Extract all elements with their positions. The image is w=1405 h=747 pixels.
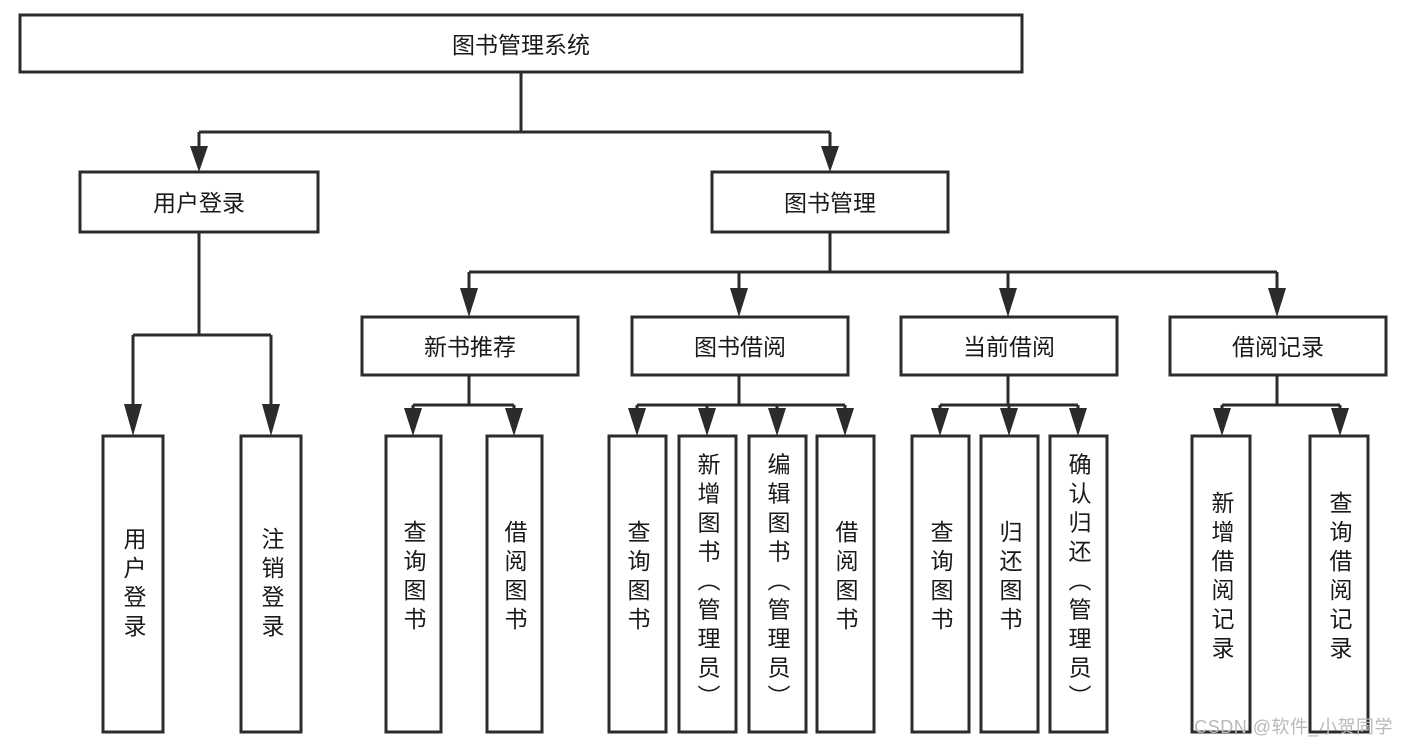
node-borrow-record-box[interactable]: [1168, 315, 1388, 377]
leaf-borrow-record-add[interactable]: 新增借阅记录: [1190, 434, 1252, 734]
node-book-management-label: 图书管理: [784, 190, 876, 216]
node-borrow-record-label: 借阅记录: [1232, 334, 1324, 360]
leaf-book-borrow-add-box[interactable]: [677, 434, 738, 734]
leaf-user-login-login[interactable]: 用户登录: [101, 434, 165, 734]
node-new-book-recommend[interactable]: 新书推荐: [360, 315, 580, 377]
leaf-book-borrow-borrow-label: 借阅图书: [832, 520, 859, 636]
leaf-current-borrow-query-box[interactable]: [910, 434, 971, 734]
node-book-management[interactable]: 图书管理: [710, 170, 950, 234]
leaf-new-book-query-box[interactable]: [384, 434, 443, 734]
arrow-borrowrecord-leaf-1: [1213, 408, 1231, 436]
node-borrow-record[interactable]: 借阅记录: [1168, 315, 1388, 377]
leaf-book-borrow-borrow[interactable]: 借阅图书: [815, 434, 876, 734]
arrow-userlogin-child-2: [262, 404, 280, 436]
connector-layer: [124, 72, 1349, 436]
node-root-box[interactable]: [18, 13, 1024, 74]
node-book-borrow-box[interactable]: [630, 315, 850, 377]
arrow-currentborrow-leaf-2: [1000, 408, 1018, 436]
leaf-book-borrow-query-box[interactable]: [607, 434, 668, 734]
leaf-user-login-logout-box[interactable]: [239, 434, 303, 734]
node-user-login[interactable]: 用户登录: [78, 170, 320, 234]
leaf-user-login-logout-label: 注销登录: [258, 527, 285, 643]
leaf-user-login-login-box[interactable]: [101, 434, 165, 734]
leaf-new-book-borrow-box[interactable]: [485, 434, 544, 734]
arrow-bookmgmt-child-2: [730, 288, 748, 317]
arrow-root-to-userlogin: [190, 146, 208, 172]
leaf-borrow-record-add-label: 新增借阅记录: [1208, 491, 1235, 665]
arrow-bookborrow-leaf-2: [698, 408, 716, 436]
node-root-label: 图书管理系统: [452, 32, 590, 58]
leaf-book-borrow-edit-label: 编辑图书（管理员）: [764, 453, 791, 714]
arrow-borrowrecord-leaf-2: [1331, 408, 1349, 436]
leaf-book-borrow-add[interactable]: 新增图书（管理员）: [677, 434, 738, 734]
leaf-book-borrow-edit-box[interactable]: [747, 434, 808, 734]
leaf-new-book-borrow[interactable]: 借阅图书: [485, 434, 544, 734]
node-new-book-recommend-label: 新书推荐: [424, 334, 516, 360]
node-user-login-box[interactable]: [78, 170, 320, 234]
node-current-borrow-box[interactable]: [899, 315, 1119, 377]
leaf-book-borrow-edit[interactable]: 编辑图书（管理员）: [747, 434, 808, 734]
leaf-book-borrow-query-label: 查询图书: [624, 520, 651, 636]
leaf-new-book-query[interactable]: 查询图书: [384, 434, 443, 734]
leaf-borrow-record-query-label: 查询借阅记录: [1326, 491, 1353, 665]
leaf-current-borrow-return-label: 归还图书: [996, 520, 1023, 636]
arrow-bookmgmt-child-1: [460, 288, 478, 317]
leaf-borrow-record-add-box[interactable]: [1190, 434, 1252, 734]
arrow-bookmgmt-child-4: [1268, 288, 1286, 317]
node-book-management-box[interactable]: [710, 170, 950, 234]
arrow-bookborrow-leaf-4: [836, 408, 854, 436]
leaf-user-login-logout[interactable]: 注销登录: [239, 434, 303, 734]
node-current-borrow[interactable]: 当前借阅: [899, 315, 1119, 377]
leaf-current-borrow-query[interactable]: 查询图书: [910, 434, 971, 734]
leaf-book-borrow-add-label: 新增图书（管理员）: [694, 453, 721, 714]
node-user-login-label: 用户登录: [153, 190, 245, 216]
node-new-book-recommend-box[interactable]: [360, 315, 580, 377]
arrow-bookborrow-leaf-3: [768, 408, 786, 436]
leaf-borrow-record-query-box[interactable]: [1308, 434, 1370, 734]
leaf-current-borrow-return-box[interactable]: [979, 434, 1040, 734]
arrow-userlogin-child-1: [124, 404, 142, 436]
leaf-user-login-login-label: 用户登录: [120, 527, 147, 643]
leaf-new-book-borrow-label: 借阅图书: [501, 520, 528, 636]
arrow-bookborrow-leaf-1: [628, 408, 646, 436]
arrow-bookmgmt-child-3: [999, 288, 1017, 317]
leaf-current-borrow-confirm-label: 确认归还（管理员）: [1065, 453, 1092, 714]
node-book-borrow[interactable]: 图书借阅: [630, 315, 850, 377]
node-root[interactable]: 图书管理系统: [18, 13, 1024, 74]
arrow-root-to-bookmgmt: [821, 146, 839, 172]
node-book-borrow-label: 图书借阅: [694, 334, 786, 360]
arrow-newbook-leaf-1: [404, 408, 422, 436]
leaf-current-borrow-query-label: 查询图书: [927, 520, 954, 636]
leaf-book-borrow-query[interactable]: 查询图书: [607, 434, 668, 734]
arrow-currentborrow-leaf-1: [931, 408, 949, 436]
leaf-borrow-record-query[interactable]: 查询借阅记录: [1308, 434, 1370, 734]
node-current-borrow-label: 当前借阅: [963, 334, 1055, 360]
arrow-newbook-leaf-2: [505, 408, 523, 436]
leaf-book-borrow-borrow-box[interactable]: [815, 434, 876, 734]
arrow-currentborrow-leaf-3: [1069, 408, 1087, 436]
leaf-current-borrow-return[interactable]: 归还图书: [979, 434, 1040, 734]
leaf-current-borrow-confirm[interactable]: 确认归还（管理员）: [1048, 434, 1109, 734]
leaf-new-book-query-label: 查询图书: [400, 520, 427, 636]
leaf-current-borrow-confirm-box[interactable]: [1048, 434, 1109, 734]
